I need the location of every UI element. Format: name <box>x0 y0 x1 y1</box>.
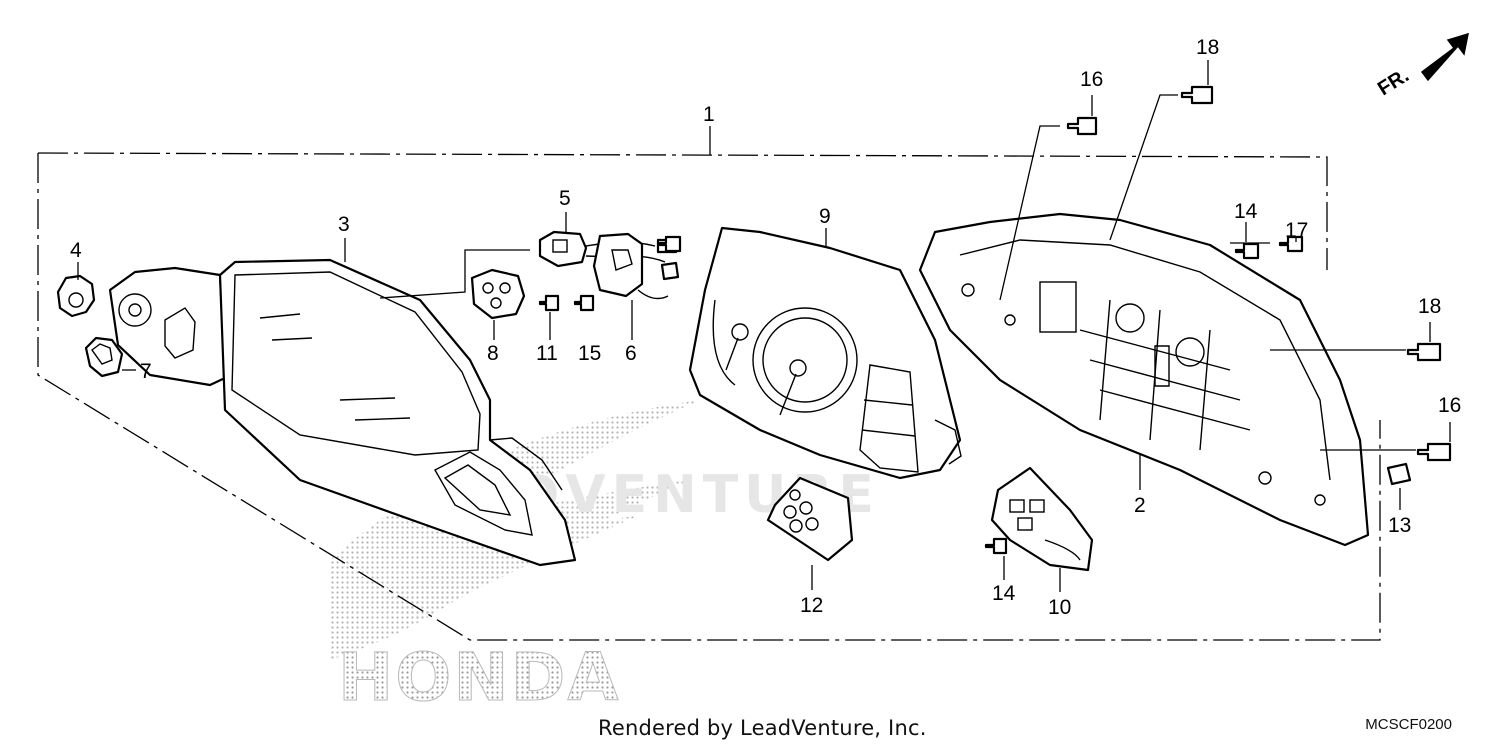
honda-logo-watermark: HONDA <box>338 639 620 716</box>
callout-15[interactable]: 15 <box>578 342 601 365</box>
callout-8[interactable]: 8 <box>487 342 499 365</box>
render-credit: Rendered by LeadVenture, Inc. <box>598 716 927 740</box>
callout-16-side[interactable]: 16 <box>1438 394 1461 417</box>
callout-9[interactable]: 9 <box>819 205 831 228</box>
part-13-cushion[interactable] <box>1386 462 1412 510</box>
callout-17[interactable]: 17 <box>1285 219 1308 242</box>
part-7-grommet[interactable] <box>84 336 136 378</box>
part-4-knob[interactable] <box>56 262 96 318</box>
part-2-rear-housing[interactable] <box>918 212 1370 547</box>
part-16-screw-top[interactable] <box>999 95 1098 301</box>
part-14-board-screw[interactable] <box>984 537 1008 580</box>
part-8-bulb-socket[interactable] <box>470 268 526 340</box>
part-9-meter-panel[interactable] <box>688 226 962 480</box>
callout-16-top[interactable]: 16 <box>1080 68 1103 91</box>
part-18-screw-top[interactable] <box>1109 60 1214 241</box>
part-16-screw-side[interactable] <box>1320 422 1452 462</box>
diagram-code: MCSCF0200 <box>1365 716 1452 733</box>
part-18-screw-side[interactable] <box>1270 322 1442 362</box>
callout-14-bottom[interactable]: 14 <box>992 582 1016 605</box>
part-15-screw[interactable] <box>573 294 595 312</box>
callout-6[interactable]: 6 <box>625 342 637 365</box>
part-10-circuit-board[interactable] <box>990 466 1094 592</box>
part-5-socket[interactable] <box>379 212 666 299</box>
callout-5[interactable]: 5 <box>559 187 571 210</box>
front-arrow-icon <box>1420 32 1469 82</box>
callout-7[interactable]: 7 <box>140 360 152 383</box>
callout-18-top[interactable]: 18 <box>1196 36 1219 59</box>
callout-13[interactable]: 13 <box>1388 514 1411 537</box>
callout-11[interactable]: 11 <box>536 342 558 365</box>
callout-1[interactable]: 1 <box>703 103 715 126</box>
callout-2[interactable]: 2 <box>1134 494 1146 517</box>
callout-18-side[interactable]: 18 <box>1418 295 1441 318</box>
part-11-screw[interactable] <box>538 294 560 340</box>
callout-10[interactable]: 10 <box>1048 596 1071 619</box>
callout-4[interactable]: 4 <box>70 239 82 262</box>
part-3-meter-case[interactable] <box>108 238 577 567</box>
front-direction-marker: FR. <box>1374 32 1469 101</box>
callout-3[interactable]: 3 <box>338 213 350 236</box>
callout-14-top[interactable]: 14 <box>1234 200 1258 223</box>
front-direction-label: FR. <box>1374 65 1413 101</box>
callout-labels: 1 2 3 4 5 6 7 8 9 10 11 12 13 14 14 15 1… <box>70 36 1461 619</box>
part-14-screw-top[interactable] <box>1234 222 1260 260</box>
part-17-screw[interactable] <box>1230 235 1304 253</box>
harness-clip-screw[interactable] <box>658 235 682 253</box>
assembly-frame <box>37 126 1381 641</box>
callout-12[interactable]: 12 <box>800 594 823 617</box>
part-12-indicator-panel[interactable] <box>766 476 854 590</box>
